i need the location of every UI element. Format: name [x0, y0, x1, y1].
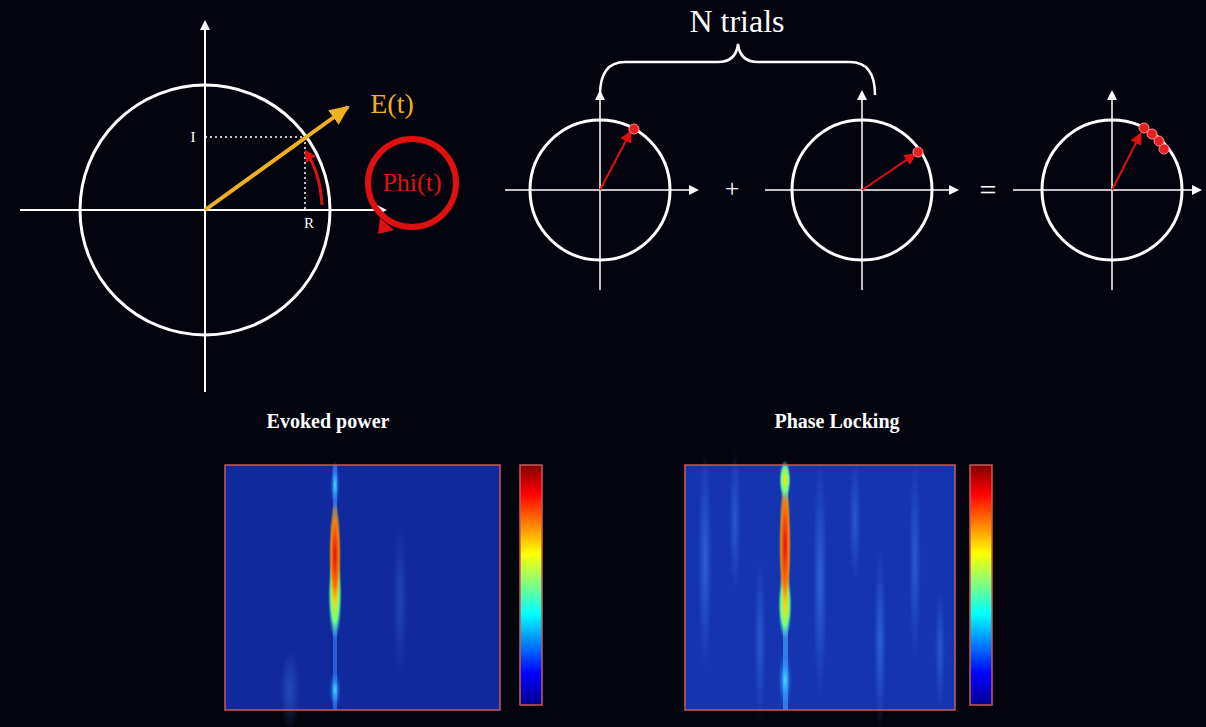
axis-label: R — [304, 215, 314, 232]
operator-sign: + — [725, 175, 740, 204]
vector-label: E(t) — [370, 89, 414, 120]
panel-title: Phase Locking — [774, 410, 899, 432]
panel-title: Evoked power — [267, 410, 390, 432]
phase-circle: Phi(t) — [365, 136, 459, 230]
axis-label: I — [191, 129, 196, 146]
phase-label: Phi(t) — [382, 169, 441, 198]
brace-label: N trials — [689, 4, 784, 39]
operator-sign: = — [980, 173, 997, 206]
